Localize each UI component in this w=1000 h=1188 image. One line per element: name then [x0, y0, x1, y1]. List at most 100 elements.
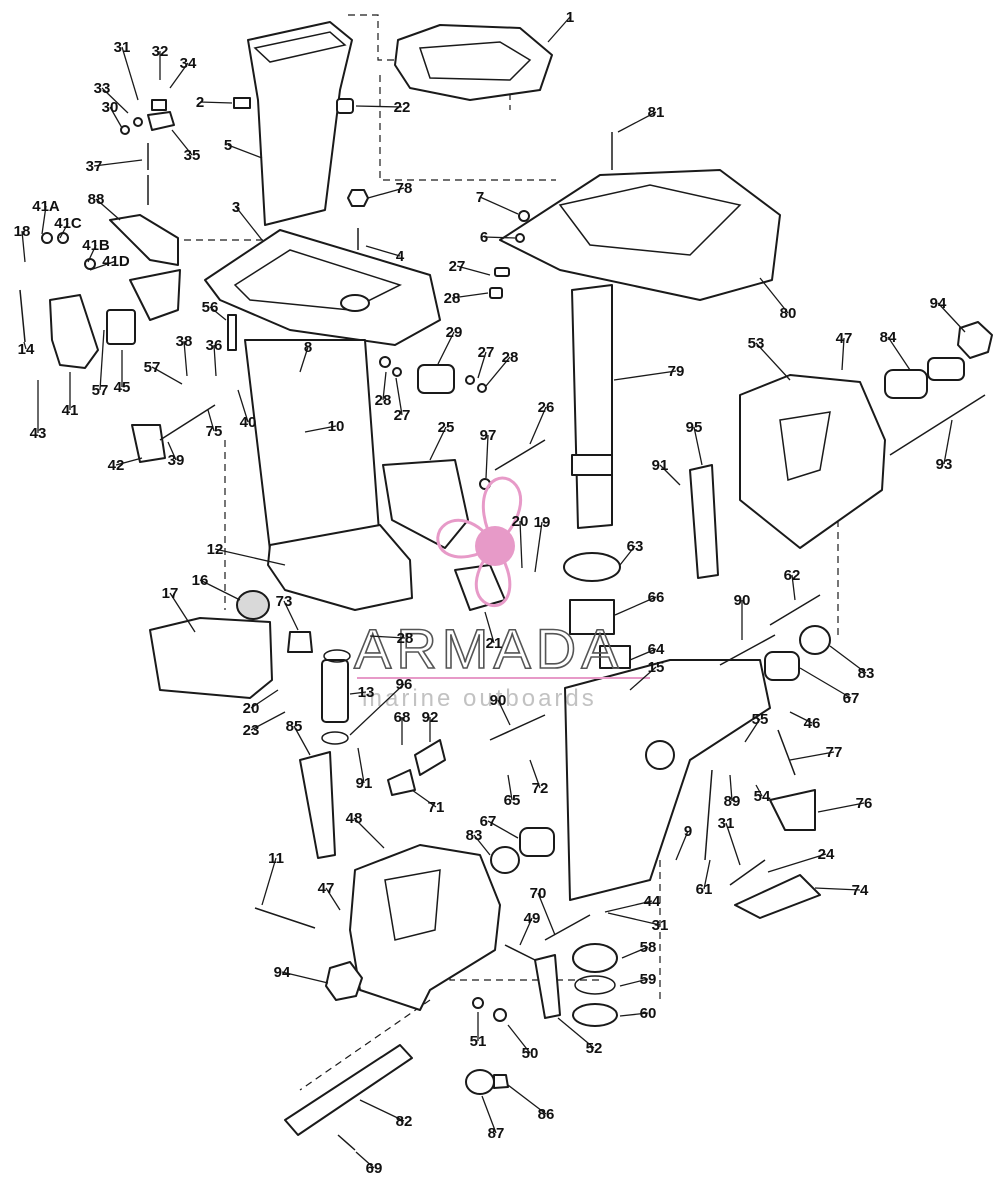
- bushing-part: [884, 369, 928, 399]
- nut-part: [957, 321, 993, 359]
- callout-leader-line: [227, 144, 263, 159]
- callout-leader-line: [209, 306, 227, 321]
- part-callout-label: 64: [648, 641, 665, 658]
- part-callout-label: 68: [394, 709, 411, 726]
- part-callout-label: 31: [718, 815, 735, 832]
- propeller-blade: [436, 518, 498, 559]
- callout-leader-line: [169, 62, 189, 89]
- callout-leader-line: [101, 87, 129, 114]
- callout-leader-line: [841, 337, 845, 371]
- part-callout-label: 66: [648, 589, 665, 606]
- part-callout-label: 38: [176, 333, 193, 350]
- adapter-plate-part: [204, 229, 441, 346]
- callout-leader-line: [151, 366, 183, 385]
- callout-leader-line: [369, 635, 406, 639]
- callout-leader-line: [167, 441, 177, 461]
- callout-leader-line: [21, 230, 26, 263]
- callout-leader-line: [614, 596, 657, 616]
- o-ring-part: [574, 975, 616, 995]
- part-callout-label: 28: [375, 392, 392, 409]
- part-callout-label: 91: [356, 775, 373, 792]
- part-callout-label: 58: [640, 939, 657, 956]
- bushing-part: [336, 98, 354, 114]
- callout-leader-line: [473, 834, 491, 856]
- callout-leader-line: [41, 205, 47, 235]
- pin-part: [544, 914, 591, 941]
- part-callout-label: 70: [530, 885, 547, 902]
- callout-leader-line: [507, 1084, 547, 1115]
- callout-leader-line: [365, 245, 401, 257]
- lock-lever-part: [534, 954, 561, 1019]
- clamp-block-part: [147, 111, 175, 131]
- callout-leader-line: [95, 198, 121, 221]
- part-callout-label: 90: [490, 692, 507, 709]
- tilt-bolt-part: [254, 907, 316, 929]
- part-callout-label: 13: [358, 684, 375, 701]
- callout-leader-line: [621, 946, 649, 959]
- part-callout-label: 69: [366, 1160, 383, 1177]
- propeller-hub: [475, 526, 515, 566]
- callout-leader-line: [121, 46, 139, 101]
- assembly-guide-line: [379, 75, 556, 181]
- cap-part: [236, 590, 270, 620]
- callout-leader-line: [479, 196, 519, 215]
- stern-bracket-part: [349, 844, 501, 1011]
- part-callout-label: 20: [512, 513, 529, 530]
- part-callout-label: 5: [224, 137, 232, 154]
- callout-leader-line: [59, 222, 69, 239]
- part-callout-label: 88: [88, 191, 105, 208]
- part-callout-label: 65: [504, 792, 521, 809]
- callout-leader-line: [755, 342, 791, 381]
- callout-leader-line: [814, 887, 861, 891]
- spring-part: [777, 729, 796, 776]
- steering-shaft-collar: [571, 454, 613, 476]
- part-callout-label: 74: [852, 882, 869, 899]
- part-callout-label: 40: [240, 414, 257, 431]
- steering-handle-bracket-part: [499, 169, 781, 301]
- side-cover-part: [149, 617, 273, 699]
- callout-leader-line: [237, 389, 249, 423]
- part-callout-label: 27: [478, 344, 495, 361]
- callout-leader-line: [767, 853, 827, 873]
- part-callout-label: 47: [318, 880, 335, 897]
- part-callout-label: 41D: [102, 253, 130, 270]
- lever-shaft-rod: [159, 404, 216, 441]
- part-callout-label: 82: [396, 1113, 413, 1130]
- callout-leader-line: [604, 900, 653, 913]
- propeller-blade: [481, 476, 523, 549]
- part-callout-label: 2: [196, 94, 204, 111]
- callout-leader-line: [235, 206, 263, 241]
- callout-leader-line: [519, 917, 533, 946]
- part-callout-label: 67: [843, 690, 860, 707]
- bushing-part: [599, 645, 631, 669]
- callout-leader-line: [619, 1012, 649, 1017]
- callout-leader-line: [759, 277, 789, 314]
- callout-leader-line: [250, 711, 286, 731]
- part-callout-label: 71: [428, 799, 445, 816]
- part-callout-label: 49: [524, 910, 541, 927]
- o-ring-part: [321, 731, 349, 745]
- bushing-part: [494, 267, 510, 277]
- link-bar-part: [689, 464, 719, 579]
- anti-ventilation-plate-part: [267, 524, 413, 611]
- part-callout-label: 81: [648, 104, 665, 121]
- parts-drawing: [19, 14, 993, 1151]
- part-callout-label: 57: [144, 359, 161, 376]
- rod-part: [704, 769, 713, 861]
- callout-leader-line: [293, 725, 311, 756]
- callout-layer: 1234567891011121314151617181920202122232…: [14, 9, 966, 1177]
- callout-leader-line: [744, 718, 761, 743]
- callout-leader-line: [629, 648, 657, 661]
- callout-leader-line: [451, 292, 489, 299]
- part-callout-label: 27: [449, 258, 466, 275]
- callout-leader-line: [557, 1017, 595, 1049]
- bushing-part: [569, 599, 615, 635]
- part-callout-label: 14: [18, 341, 35, 358]
- part-callout-label: 83: [858, 665, 875, 682]
- part-callout-label: 46: [804, 715, 821, 732]
- callout-leader-line: [349, 683, 405, 736]
- part-callout-label: 92: [422, 709, 439, 726]
- nut-part: [151, 99, 167, 111]
- thrust-bearing-part: [563, 552, 621, 582]
- callout-leader-line: [755, 784, 763, 797]
